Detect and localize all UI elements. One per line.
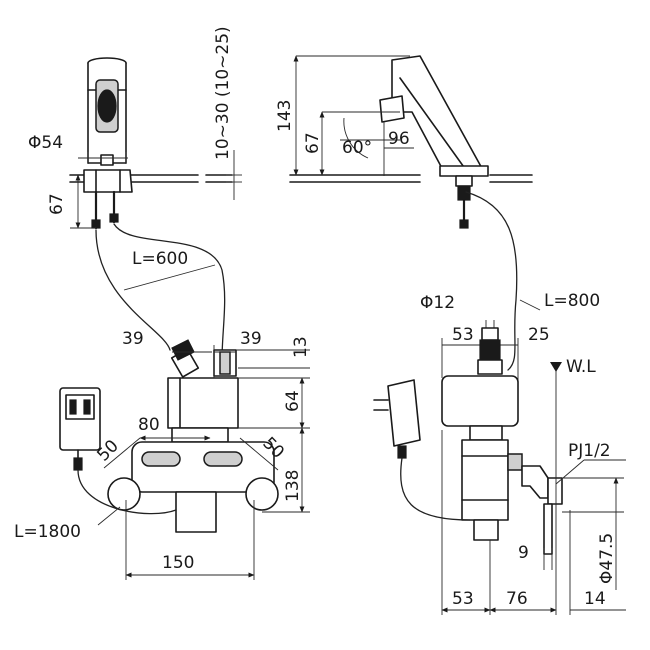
hose-length-800-label: L=800 [544,291,600,311]
angle-60-label: 60° [342,138,372,158]
height-13-label: 13 [291,336,311,358]
width-25-label: 25 [528,325,550,345]
pipe-thread-label: PJ1/2 [568,441,611,461]
width-76-label: 76 [506,589,528,609]
side-view: 143 67 60° 96 L=800 Φ12 53 25 [275,55,626,615]
diameter-47-5-label: Φ47.5 [597,533,617,584]
width-39-left-label: 39 [122,329,144,349]
width-53-top-label: 53 [452,325,474,345]
counter-thickness-label: 10~30 (10~25) [213,26,233,160]
height-67-left-label: 67 [47,193,67,215]
spout-side [379,55,489,229]
solenoid-valve-side [441,327,563,555]
mount-nut [83,169,133,230]
width-39-right-label: 39 [240,329,262,349]
diameter-12-label: Φ12 [420,293,455,313]
diameter-54-label: Φ54 [28,133,63,153]
height-143-label: 143 [275,100,295,132]
hose-length-600-label: L=600 [132,249,188,269]
width-9-label: 9 [518,543,529,563]
front-view: Φ54 67 10~30 (10~25) L=600 [14,26,311,580]
height-138-label: 138 [283,470,303,502]
width-80-label: 80 [138,415,160,435]
height-67-right-label: 67 [303,132,323,154]
power-adapter-right [373,379,421,459]
cord-length-1800-label: L=1800 [14,522,81,542]
water-level-label: W.L [566,357,596,377]
width-14-label: 14 [584,589,606,609]
solenoid-valve-front [107,339,279,533]
width-150-label: 150 [162,553,194,573]
width-53-bottom-label: 53 [452,589,474,609]
power-adapter-left [59,387,101,471]
width-96-label: 96 [388,129,410,149]
height-64-label: 64 [283,390,303,412]
spout-front [87,57,127,166]
